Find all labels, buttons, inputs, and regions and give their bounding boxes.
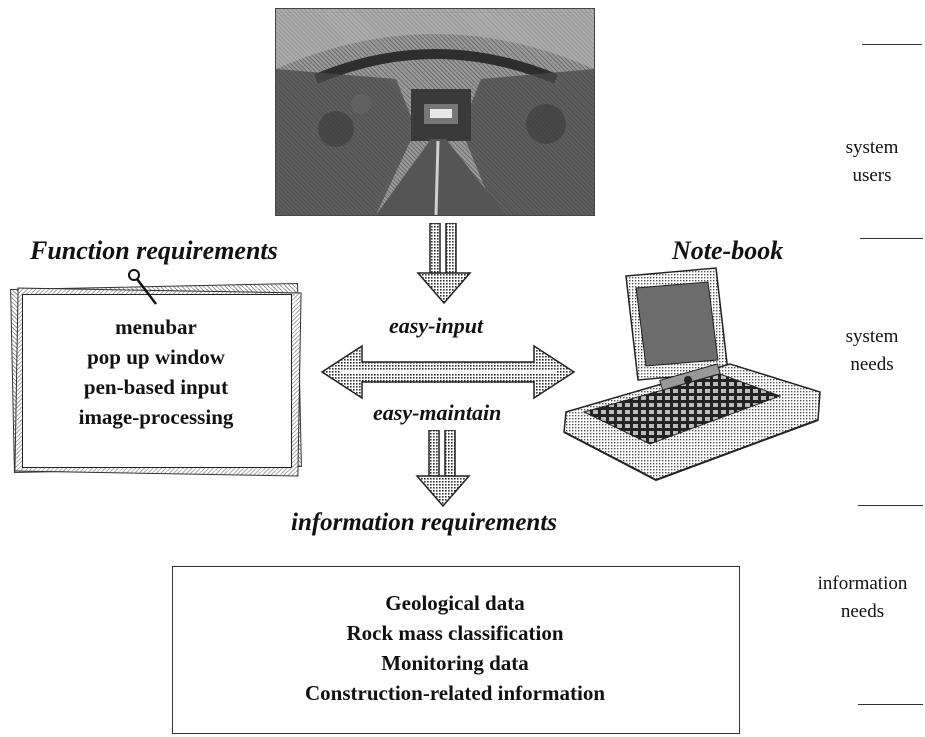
notebook-title: Note-book xyxy=(672,236,784,265)
system-needs-label: system needs xyxy=(826,323,918,379)
information-requirements-box xyxy=(172,566,740,734)
divider-4 xyxy=(858,704,923,705)
divider-1 xyxy=(862,44,922,45)
function-requirements-title: Function requirements xyxy=(30,236,278,265)
function-requirements-list: menubar pop up window pen-based input im… xyxy=(22,312,290,432)
tunnel-image xyxy=(275,8,595,216)
function-requirements-card xyxy=(22,294,292,468)
information-item: Rock mass classification xyxy=(346,621,564,645)
information-needs-line-1: information xyxy=(817,573,908,594)
easy-input-label: easy-input xyxy=(389,313,484,338)
function-item: pop up window xyxy=(87,345,225,369)
function-item: menubar xyxy=(115,315,197,339)
down-arrow-top-icon xyxy=(416,223,472,305)
function-item: image-processing xyxy=(78,405,234,429)
divider-2 xyxy=(860,238,923,239)
system-needs-line-2: needs xyxy=(850,354,894,375)
system-users-line-1: system xyxy=(845,137,899,158)
divider-3 xyxy=(858,505,923,506)
function-item: pen-based input xyxy=(83,375,229,399)
information-item: Construction-related information xyxy=(305,681,605,705)
down-arrow-bottom-icon xyxy=(415,430,471,508)
easy-maintain-label: easy-maintain xyxy=(373,400,502,425)
double-arrow-icon xyxy=(320,344,576,400)
system-users-label: system users xyxy=(826,134,918,190)
information-item: Monitoring data xyxy=(381,651,529,675)
system-needs-line-1: system xyxy=(845,326,899,347)
information-requirements-list: Geological data Rock mass classification… xyxy=(172,588,738,708)
notebook-computer-icon xyxy=(563,267,821,482)
pin-icon xyxy=(128,269,157,305)
information-needs-label: information needs xyxy=(800,570,925,626)
information-item: Geological data xyxy=(385,591,525,615)
information-requirements-title: information requirements xyxy=(291,509,558,536)
information-needs-line-2: needs xyxy=(840,601,885,622)
system-users-line-2: users xyxy=(852,165,892,186)
